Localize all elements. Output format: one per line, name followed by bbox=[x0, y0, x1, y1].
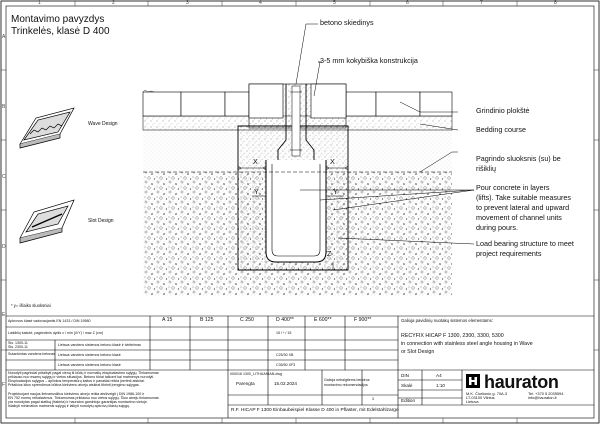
note-line: Išlaikyti minimalius matmenis sąlygų ir … bbox=[8, 403, 131, 408]
hauraton-logo-mark bbox=[466, 374, 480, 388]
wave-design-label: Wave Design bbox=[88, 121, 118, 127]
note-line: priklauso nuo esamų sąlygų ir vietos sit… bbox=[8, 375, 155, 380]
ruler-side-a: A bbox=[2, 34, 6, 40]
dimension-row-label: Laikiklių šakutė, pagrindinis dydis x / … bbox=[8, 331, 104, 335]
notes-block: Nurodyti pagrindai pritaikyti pagal vien… bbox=[8, 371, 226, 408]
din-value: A4 bbox=[436, 373, 442, 378]
system-label-1: Sis. 1300-11 bbox=[8, 341, 28, 345]
din-label: DIN bbox=[401, 373, 409, 378]
dim-y-right: Y bbox=[333, 187, 338, 196]
concrete-class-row2-label: Lietaus vandens sistemos betono klasė bbox=[58, 353, 121, 357]
slot-design-thumbnail bbox=[19, 199, 75, 244]
revision-index: 3 bbox=[372, 397, 374, 401]
note-line: Projektuojant naujus lietvamzdžius kiekv… bbox=[8, 391, 145, 396]
label-bedding-course: Bedding course bbox=[476, 125, 526, 134]
slot-design-label: Slot Design bbox=[88, 218, 114, 224]
ruler-side-d: D bbox=[2, 244, 6, 250]
note-line: Pritaikius kitus sprendimus būtina kiekv… bbox=[8, 383, 140, 388]
ruler-side-f: F bbox=[2, 382, 6, 388]
scale-label: Skalė bbox=[401, 383, 413, 388]
note-line: yra nurodytas pagal statiką (išskirta) i… bbox=[8, 399, 148, 404]
sheet-title-line1: Montavimo pavyzdys bbox=[11, 14, 105, 25]
label-pour-1: Pour concrete in layers bbox=[476, 183, 550, 192]
address-line-2: LT-03100 Vilnius bbox=[466, 395, 495, 400]
validity-line-1: Galioja nebaigtiems bendros bbox=[324, 378, 370, 382]
edition-label: Edition bbox=[401, 398, 416, 403]
ruler-top-8: 8 bbox=[554, 0, 557, 6]
label-base-layer-1: Pagrindo sluoksnis (su) be bbox=[476, 154, 561, 163]
note-line: EN 752 normų reikalavimus. Tinkamumas pr… bbox=[8, 395, 159, 400]
system-label-2: Sis. 2300-11 bbox=[8, 345, 28, 349]
applies-to-label: Galioja pavidinių nuotakų sistemos eleme… bbox=[401, 318, 493, 323]
label-pour-2: (lifts). Take suitable measures bbox=[476, 193, 571, 202]
compacted-concrete-label: Sutankintas vandens betonas bbox=[8, 352, 56, 356]
drawing-file-name: 000016 1300_LITHUANIAN.dwg bbox=[230, 372, 282, 376]
scale-value: 1:10 bbox=[436, 383, 445, 388]
label-bedding-3-5mm: 3-5 mm kokybiška konstrukcija bbox=[320, 56, 418, 65]
class-f900: F 900** bbox=[354, 317, 372, 323]
ruler-top-4: 4 bbox=[259, 0, 262, 6]
ruler-top-5: 5 bbox=[333, 0, 336, 6]
footnote: * y= išlaiko sluoksniai bbox=[11, 303, 51, 308]
validity-line-2: montavimo rekomendacijos bbox=[324, 383, 368, 387]
ruler-side-c: C bbox=[2, 174, 6, 180]
bottom-drawing-title: R.F. HICAP F 1300 Einbaubeispiel Klasse … bbox=[231, 408, 399, 413]
brand-logo: hauraton bbox=[484, 372, 559, 392]
label-load-1: Load bearing structure to meet bbox=[476, 239, 574, 248]
dim-z: Z bbox=[327, 249, 332, 258]
concrete-class-row3-label: Lietaus vandens sistemos betono klasė bbox=[58, 363, 121, 367]
label-load-2: project requirements bbox=[476, 249, 542, 258]
phone: Tel. +370 5 2035594 bbox=[528, 391, 564, 396]
class-c250: C 250 bbox=[240, 317, 254, 323]
class-b125: B 125 bbox=[200, 317, 214, 323]
product-line-1: RECYFIX HICAP F 1300, 2300, 3300, 5300 bbox=[401, 333, 504, 339]
ruler-top-6: 6 bbox=[406, 0, 409, 6]
dim-x-left: X bbox=[253, 157, 258, 166]
concrete-class-value-2: C35/50 XF3 bbox=[276, 363, 296, 367]
class-d400: D 400** bbox=[276, 317, 294, 323]
address-line-1: M.K. Čiurlionio g. 70A-3 bbox=[466, 391, 508, 396]
label-pour-4: movement of channel units bbox=[476, 213, 562, 222]
prepared-date: 15.02.2024 bbox=[274, 381, 297, 386]
product-line-2: in connection with stainless steel angle… bbox=[401, 341, 533, 347]
label-pour-3: to prevent lateral and upward bbox=[476, 203, 570, 212]
label-paving: Grindinio plokštė bbox=[476, 106, 530, 115]
ruler-side-b: B bbox=[2, 104, 6, 110]
ruler-top-7: 7 bbox=[480, 0, 483, 6]
wave-design-thumbnail bbox=[19, 107, 75, 149]
concrete-class-value: C25/30 XB bbox=[276, 353, 294, 357]
label-concrete-slurry: betono skiedinys bbox=[320, 18, 374, 27]
class-a15: A 15 bbox=[162, 317, 173, 323]
label-pour-5: during pours. bbox=[476, 223, 518, 232]
class-e600: E 600** bbox=[314, 317, 332, 323]
dim-y-left: Y bbox=[254, 187, 259, 196]
note-line: Nurodyti pagrindai pritaikyti pagal vien… bbox=[8, 371, 159, 375]
ruler-top-1: 1 bbox=[38, 0, 41, 6]
ruler-top-2: 2 bbox=[112, 0, 115, 6]
address-line-3: Lietuva bbox=[466, 399, 479, 404]
product-line-3: or Slot Design bbox=[401, 349, 435, 355]
label-base-layer-2: rišiklių bbox=[476, 164, 496, 173]
ruler-top-3: 3 bbox=[186, 0, 189, 6]
sheet-title-line2: Trinkelės, klasė D 400 bbox=[11, 26, 110, 37]
ruler-side-e: E bbox=[2, 312, 6, 318]
prepared-label: Parengta bbox=[236, 381, 255, 386]
note-line: Eksploatacijos sąlygos – aplinkos temper… bbox=[8, 379, 145, 384]
concrete-class-row-label: Lietaus vandens sistemos betono klasė ir… bbox=[58, 343, 141, 347]
email: info@hauraton.lt bbox=[528, 395, 557, 400]
dimension-row-value: 15 / * / 15 bbox=[276, 331, 292, 335]
load-class-row-label: Apkrovos klasė vadovaujantis EN 1433 / D… bbox=[8, 319, 91, 323]
dim-x-right: X bbox=[330, 157, 335, 166]
